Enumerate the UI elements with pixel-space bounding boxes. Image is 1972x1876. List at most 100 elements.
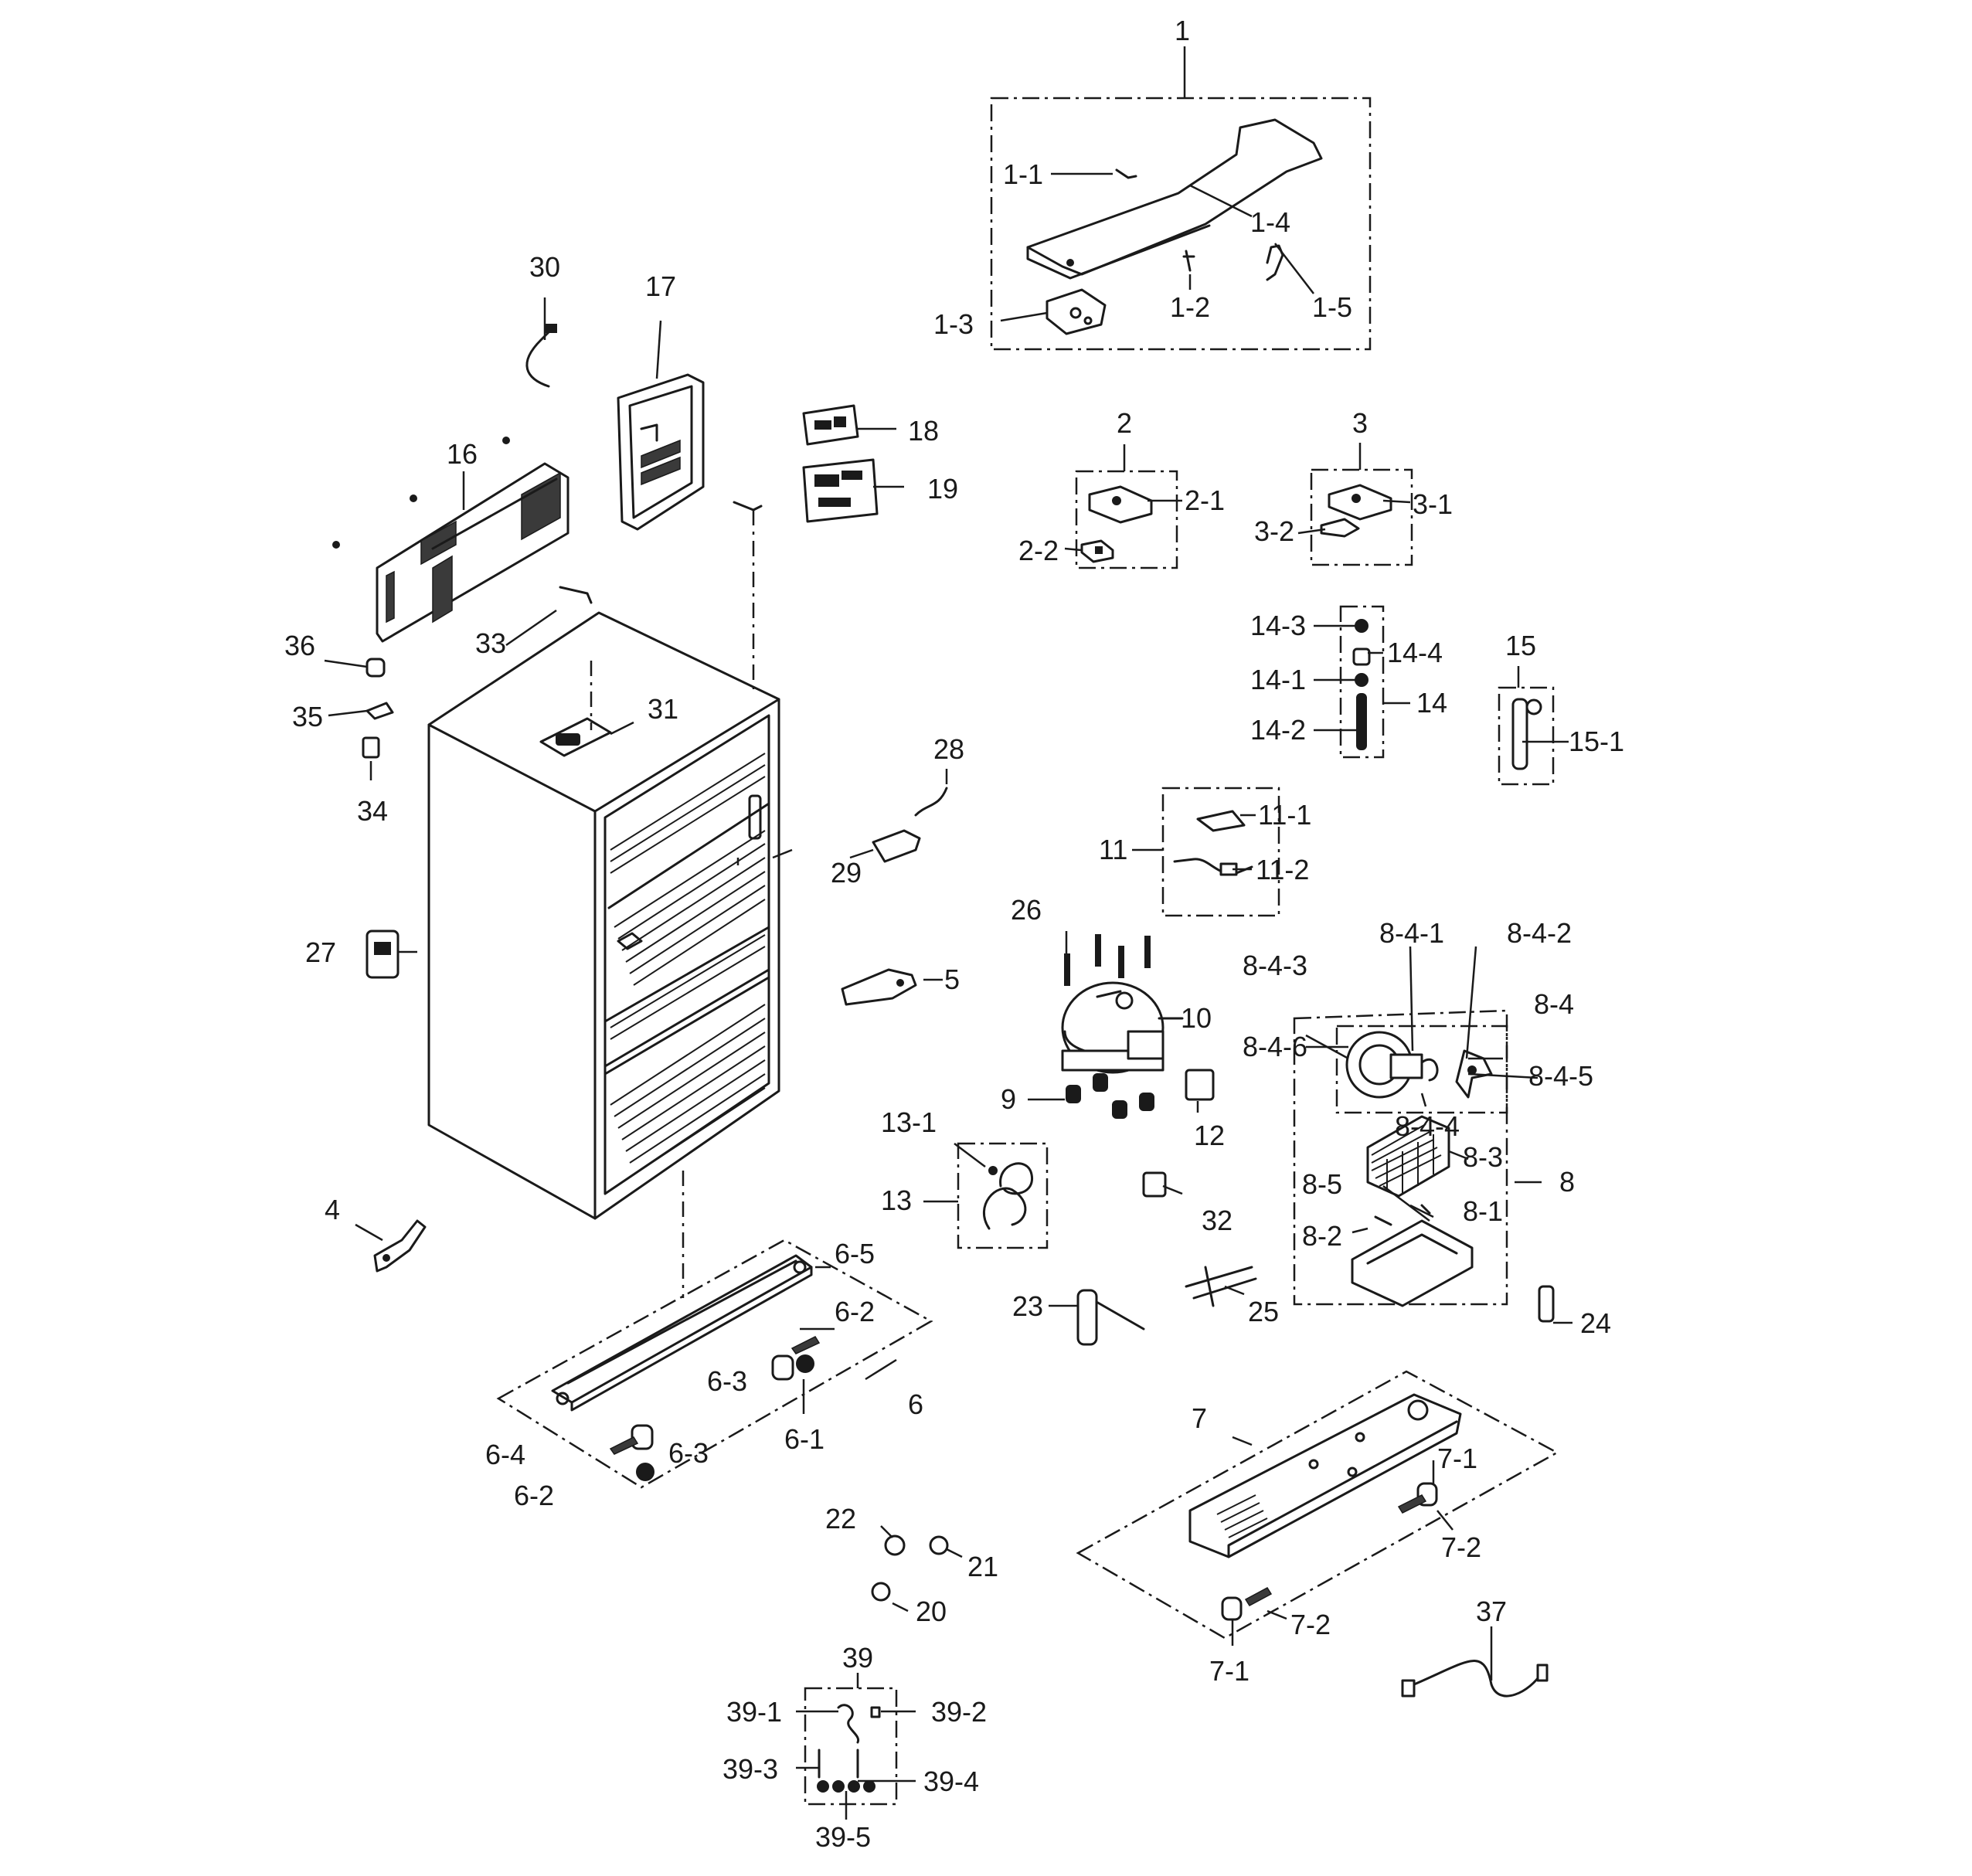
label-9: 9 <box>1001 1083 1016 1115</box>
valve-24 <box>1538 1285 1555 1323</box>
label-8-4-2: 8-4-2 <box>1507 917 1572 949</box>
label-1-2: 1-2 <box>1170 291 1210 323</box>
cabinet-assembly <box>427 510 780 1298</box>
panel-17 <box>617 373 705 531</box>
label-30: 30 <box>529 251 560 283</box>
label-1-4: 1-4 <box>1250 206 1290 238</box>
label-22: 22 <box>825 1503 856 1534</box>
label-2: 2 <box>1117 407 1132 439</box>
label-7: 7 <box>1192 1402 1207 1434</box>
label-1-5: 1-5 <box>1312 291 1352 323</box>
leader-lines <box>324 46 1572 1820</box>
label-39-2: 39-2 <box>931 1696 987 1728</box>
label-29: 29 <box>831 857 862 889</box>
lower-hinge-4 <box>373 1219 427 1273</box>
label-6-5: 6-5 <box>835 1238 875 1269</box>
hinge-assembly-2 <box>1075 470 1178 569</box>
label-6-3b: 6-3 <box>668 1437 709 1469</box>
label-37: 37 <box>1476 1596 1507 1627</box>
label-8-4-1: 8-4-1 <box>1379 917 1444 949</box>
label-3: 3 <box>1352 407 1368 439</box>
label-21: 21 <box>967 1551 998 1582</box>
label-15: 15 <box>1505 630 1536 661</box>
sensor-29 <box>872 829 921 863</box>
hinge-assembly-3 <box>1310 468 1413 566</box>
part-34 <box>362 736 380 759</box>
label-19: 19 <box>927 473 958 505</box>
label-12: 12 <box>1194 1120 1225 1151</box>
label-1: 1 <box>1175 15 1190 46</box>
label-8-5: 8-5 <box>1302 1168 1342 1200</box>
label-8-4: 8-4 <box>1534 988 1574 1020</box>
hinge-5 <box>841 968 917 1006</box>
label-16: 16 <box>447 438 478 470</box>
label-39-3: 39-3 <box>722 1753 778 1785</box>
label-18: 18 <box>908 415 939 447</box>
label-28: 28 <box>933 733 964 765</box>
label-20: 20 <box>916 1596 947 1627</box>
label-3-2: 3-2 <box>1254 515 1294 547</box>
bracket-33 <box>559 586 593 604</box>
pcb-19 <box>802 458 879 523</box>
label-8-4-5: 8-4-5 <box>1528 1060 1593 1092</box>
label-3-1: 3-1 <box>1413 488 1453 520</box>
label-32: 32 <box>1202 1205 1232 1236</box>
label-8-2: 8-2 <box>1302 1220 1342 1252</box>
label-8-4-3: 8-4-3 <box>1243 950 1307 981</box>
label-39: 39 <box>842 1642 873 1674</box>
label-26: 26 <box>1011 894 1042 926</box>
pcb-18 <box>802 404 859 446</box>
label-2-2: 2-2 <box>1018 535 1059 566</box>
label-8-1: 8-1 <box>1463 1195 1503 1227</box>
small-bushings <box>871 1534 949 1602</box>
rear-cover-16 <box>332 437 570 643</box>
bottom-rail-assembly <box>496 1239 933 1489</box>
base-plate-assembly <box>1076 1370 1559 1640</box>
label-2-1: 2-1 <box>1185 484 1225 516</box>
tube-25 <box>1185 1266 1257 1307</box>
evaporator-fan-assembly <box>1293 1009 1508 1307</box>
switch-27 <box>366 930 400 979</box>
label-13-1: 13-1 <box>881 1106 937 1138</box>
label-11-1: 11-1 <box>1258 799 1311 831</box>
label-1-3: 1-3 <box>933 308 974 340</box>
label-6-3a: 6-3 <box>707 1365 747 1397</box>
label-14-4: 14-4 <box>1387 637 1443 668</box>
label-11: 11 <box>1099 834 1127 865</box>
label-35: 35 <box>292 701 323 732</box>
label-7-1a: 7-1 <box>1437 1443 1477 1474</box>
label-25: 25 <box>1248 1296 1279 1327</box>
label-13: 13 <box>881 1184 912 1216</box>
bracket-33b <box>733 501 763 511</box>
label-8-3: 8-3 <box>1463 1141 1503 1173</box>
label-4: 4 <box>325 1194 340 1225</box>
label-1-1: 1-1 <box>1003 158 1043 190</box>
label-33: 33 <box>475 627 506 659</box>
label-11-2: 11-2 <box>1256 854 1309 885</box>
capacitor-32 <box>1142 1171 1167 1198</box>
label-8: 8 <box>1559 1166 1575 1198</box>
label-39-5: 39-5 <box>815 1821 871 1853</box>
valve-assembly-15 <box>1498 686 1555 786</box>
label-6-2a: 6-2 <box>835 1296 875 1327</box>
label-34: 34 <box>357 795 388 827</box>
label-10: 10 <box>1181 1002 1212 1034</box>
label-39-4: 39-4 <box>923 1766 979 1797</box>
part-35 <box>366 702 394 720</box>
label-6: 6 <box>908 1388 923 1420</box>
label-27: 27 <box>305 936 336 968</box>
parts-kit-39 <box>804 1687 898 1806</box>
wire-28 <box>914 787 948 817</box>
label-24: 24 <box>1580 1307 1611 1339</box>
label-15-1: 15-1 <box>1569 726 1624 757</box>
label-8-4-4: 8-4-4 <box>1395 1110 1460 1142</box>
part-36 <box>366 658 386 678</box>
label-36: 36 <box>284 630 315 661</box>
label-7-2b: 7-2 <box>1290 1609 1331 1640</box>
label-7-1b: 7-1 <box>1209 1655 1250 1687</box>
label-6-2b: 6-2 <box>514 1480 554 1511</box>
label-7-2a: 7-2 <box>1441 1531 1481 1563</box>
label-14-1: 14-1 <box>1250 664 1306 695</box>
label-39-1: 39-1 <box>726 1696 782 1728</box>
